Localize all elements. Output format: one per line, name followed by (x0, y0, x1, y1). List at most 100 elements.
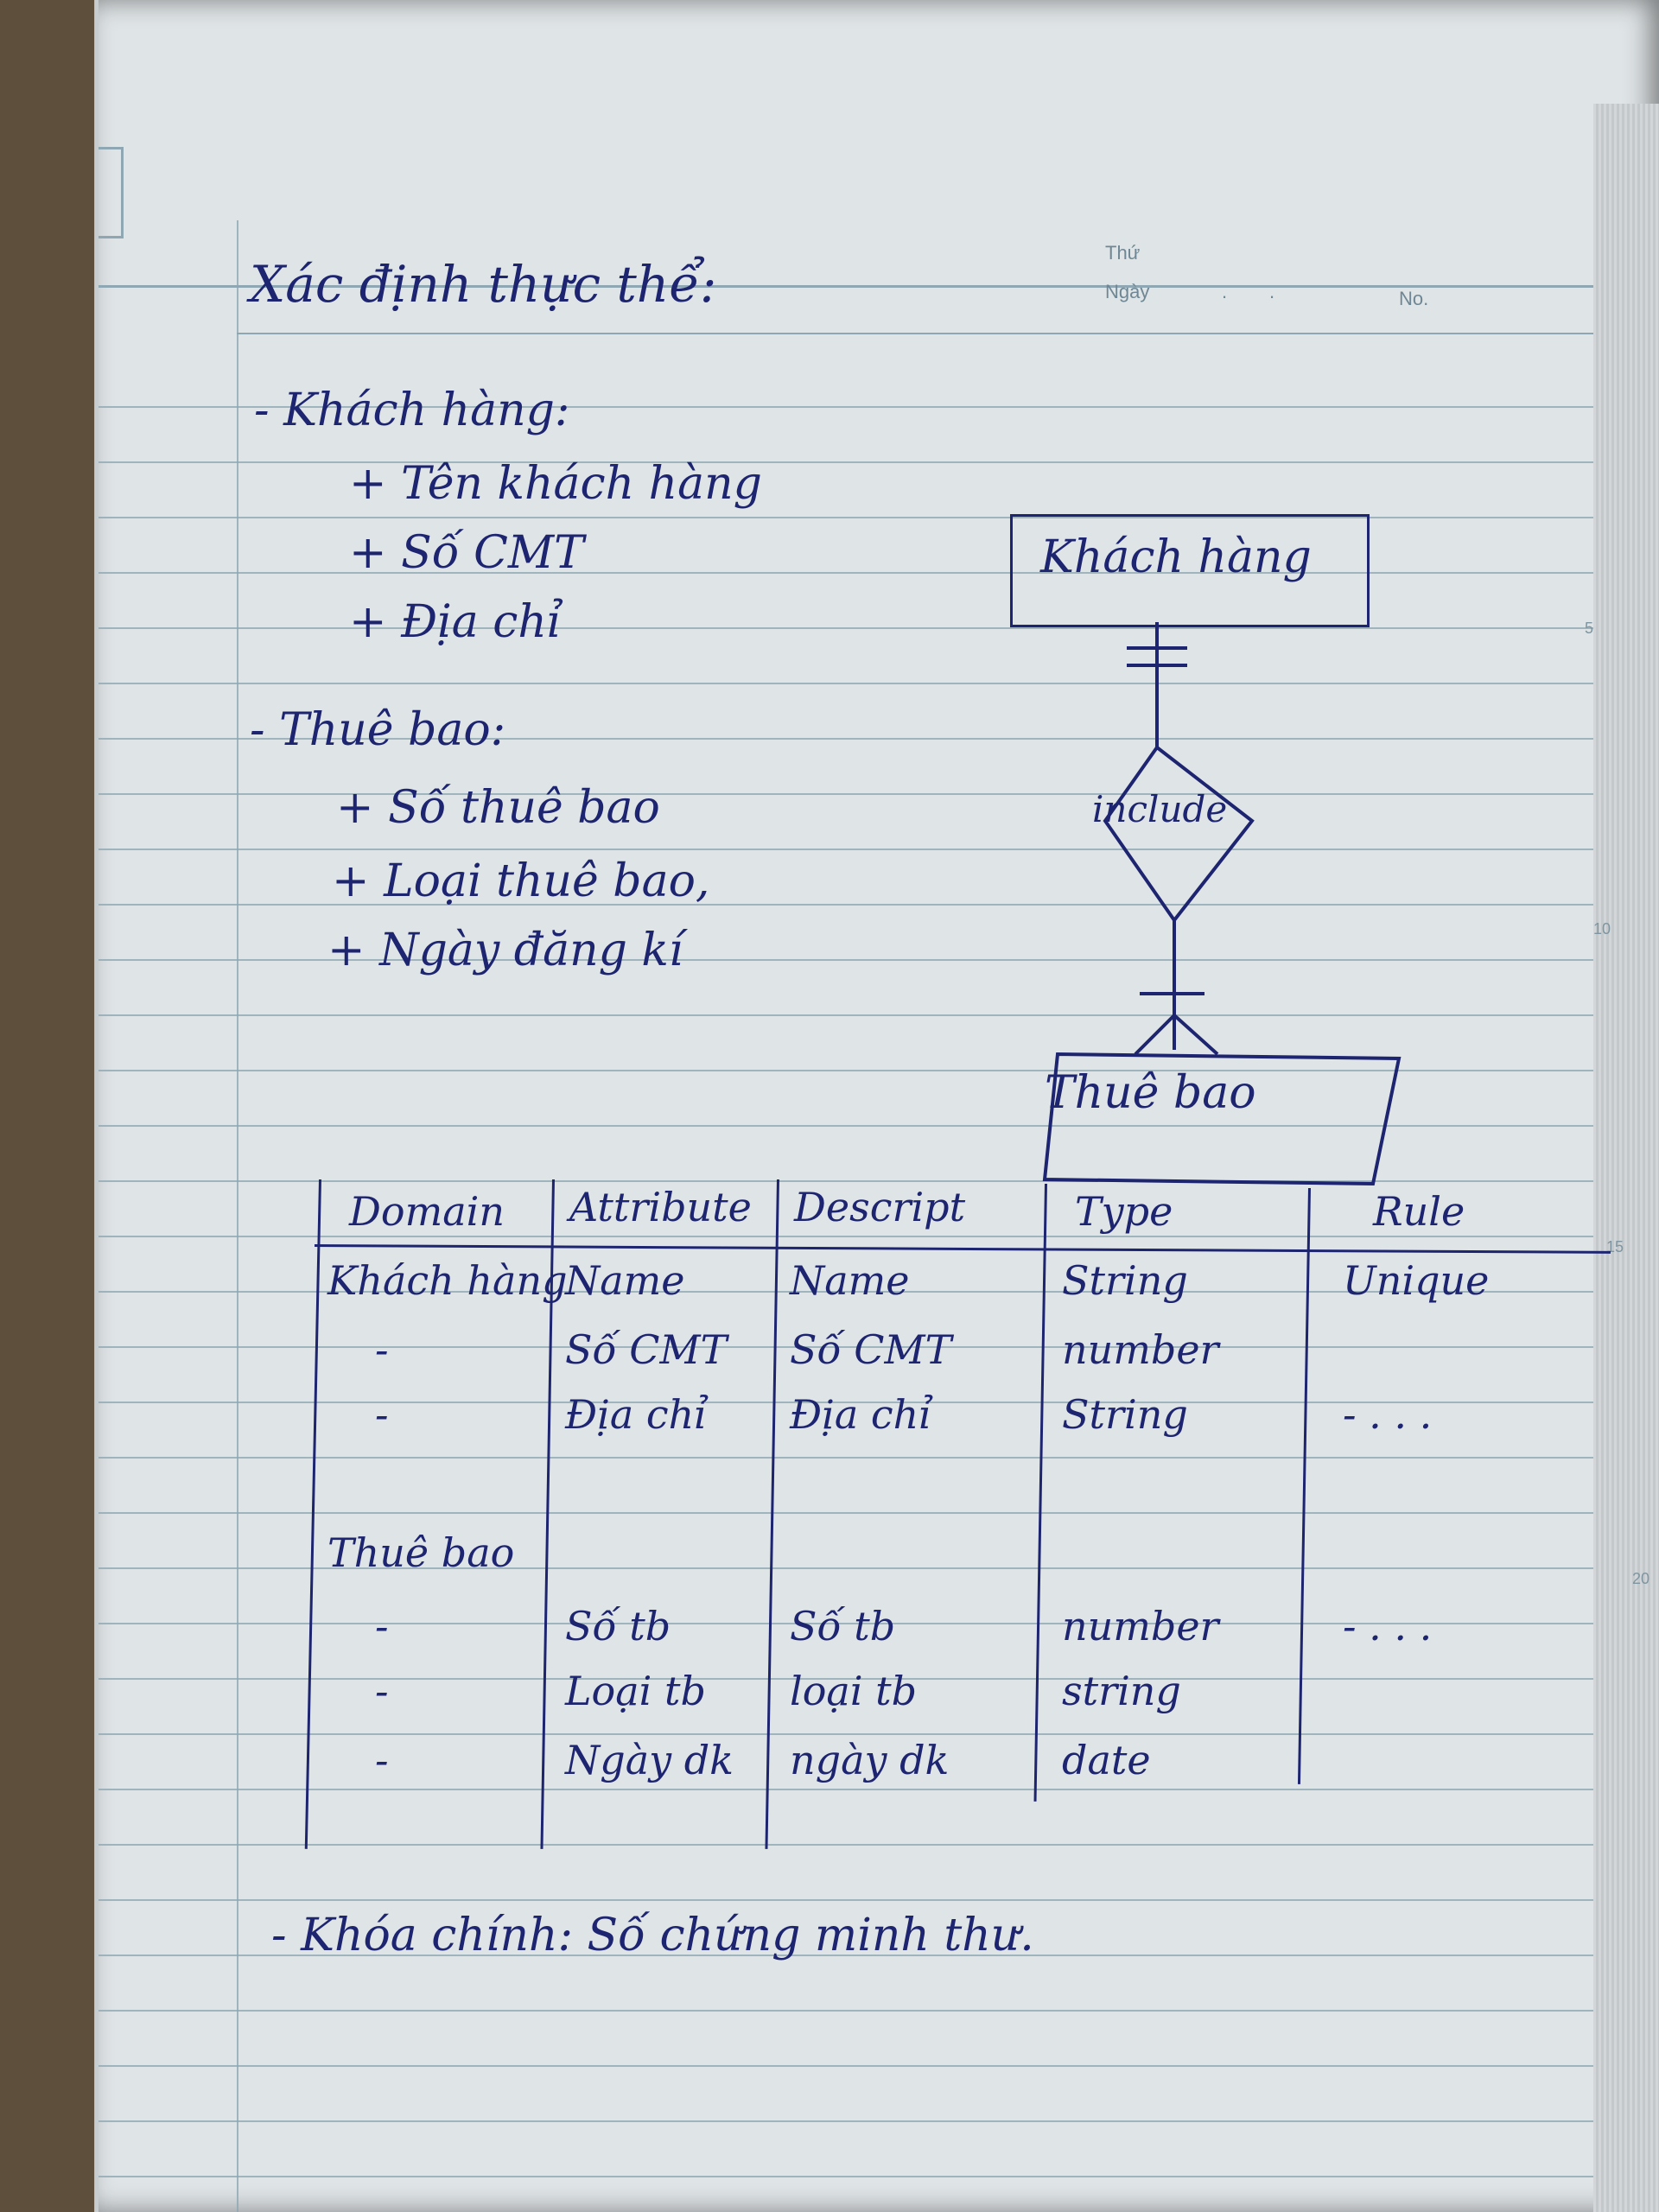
table-cell-rule: Unique (1343, 1257, 1490, 1304)
table-cell-descript: Địa chỉ (790, 1391, 931, 1438)
er-relationship-diamond (1103, 745, 1255, 924)
notebook-page: Thứ Ngày No. . . 5 10 15 20 Xác định thự… (95, 0, 1659, 2212)
entity-name-khach-hang: - Khách hàng: (254, 385, 570, 436)
ruled-line (99, 683, 1593, 684)
ruled-line (99, 738, 1593, 740)
line-number-20: 20 (1632, 1570, 1650, 1587)
table-cell-domain: Khách hàng (327, 1257, 568, 1304)
notebook-tab (99, 147, 124, 238)
er-crowfoot (1173, 1014, 1219, 1056)
ruled-line (99, 1125, 1593, 1127)
entity-name-thue-bao: - Thuê bao: (250, 704, 506, 756)
entity-attribute: + Loại thuê bao, (332, 855, 710, 907)
table-cell-domain: Thuê bao (327, 1529, 515, 1576)
table-column-line (765, 1179, 779, 1849)
ruled-line (99, 959, 1593, 961)
entity-attribute: + Số CMT (349, 527, 584, 579)
ruled-line (99, 1180, 1593, 1182)
ruled-line (99, 1402, 1593, 1403)
er-entity-box-khach-hang (1010, 514, 1370, 627)
table-cell-type: String (1062, 1257, 1188, 1304)
ruled-line (99, 1014, 1593, 1016)
ruled-line (99, 1733, 1593, 1735)
table-header-line (314, 1244, 1611, 1254)
entity-attribute: + Số thuê bao (336, 782, 660, 834)
entity-attribute: + Địa chỉ (349, 596, 562, 648)
ruled-line (99, 1512, 1593, 1514)
notes-title: Xác định thực thể: (250, 255, 717, 314)
ruled-line (99, 1678, 1593, 1680)
table-cell-domain: - (375, 1668, 389, 1714)
ruled-line (99, 2120, 1593, 2122)
ruled-line (99, 1070, 1593, 1071)
table-cell-descript: Số CMT (790, 1326, 952, 1373)
table-column-line (304, 1179, 321, 1849)
ruled-line (99, 461, 1593, 463)
line-number-10: 10 (1593, 920, 1611, 938)
ruled-line (99, 572, 1593, 574)
table-cell-type: string (1062, 1668, 1181, 1714)
er-entity-label-bottom: Thuê bao (1045, 1067, 1256, 1119)
margin-line (237, 220, 238, 2212)
er-connector-svg (1042, 622, 1402, 1186)
table-column-line (1297, 1187, 1311, 1784)
entity-attribute: + Ngày đăng kí (327, 925, 683, 976)
table-cell-attribute: Số CMT (565, 1326, 728, 1373)
ruled-line (99, 1236, 1593, 1237)
table-cell-attribute: Loại tb (565, 1668, 706, 1714)
ruled-line (99, 1955, 1593, 1956)
ruled-line (99, 904, 1593, 906)
table-cell-domain: - (375, 1603, 389, 1649)
table-column-line (1033, 1183, 1047, 1802)
ruled-line (99, 1346, 1593, 1348)
er-entity-box-thue-bao (1042, 1052, 1402, 1186)
page-stack-edge (1593, 104, 1659, 2212)
table-cell-attribute: Name (565, 1257, 685, 1304)
table-cell-attribute: Địa chỉ (565, 1391, 707, 1438)
table-cell-descript: ngày dk (790, 1737, 950, 1783)
primary-key-note: - Khóa chính: Số chứng minh thư. (271, 1910, 1034, 1961)
table-cell-rule: - . . . (1343, 1391, 1433, 1438)
header-ngay-label: Ngày (1105, 281, 1150, 302)
er-crowfoot (1134, 1014, 1176, 1056)
table-header-type: Type (1075, 1188, 1173, 1235)
ruled-line (99, 2010, 1593, 2012)
table-cell-attribute: Ngày dk (565, 1737, 734, 1783)
header-rule (99, 285, 1593, 288)
ruled-line (99, 1567, 1593, 1569)
ruled-line (99, 1623, 1593, 1624)
ruled-line (99, 2176, 1593, 2177)
ruled-line (99, 849, 1593, 850)
table-cell-attribute: Số tb (565, 1603, 671, 1649)
ruled-line (99, 2065, 1593, 2067)
table-cell-type: String (1062, 1391, 1188, 1438)
ruled-line (99, 1789, 1593, 1790)
header-date-dots: . . (1222, 281, 1275, 302)
table-cell-descript: loại tb (790, 1668, 918, 1714)
header-thu-label: Thứ (1105, 242, 1141, 264)
table-cell-domain: - (375, 1391, 389, 1438)
table-header-attribute: Attribute (569, 1184, 752, 1230)
er-relationship-label: include (1092, 788, 1228, 830)
table-header-rule: Rule (1373, 1188, 1465, 1235)
ruled-line (99, 1899, 1593, 1901)
ruled-line (99, 517, 1593, 518)
line-number-5: 5 (1585, 620, 1594, 637)
ruled-line (99, 1457, 1593, 1459)
ruled-line (99, 1291, 1593, 1293)
table-cell-descript: Name (790, 1257, 910, 1304)
ruled-line (99, 1844, 1593, 1846)
header-rule-2 (237, 333, 1593, 334)
ruled-line (99, 627, 1593, 629)
table-cell-type: number (1062, 1326, 1219, 1373)
table-header-descript: Descript (794, 1184, 966, 1230)
ruled-line (99, 406, 1593, 408)
table-cell-domain: - (375, 1737, 389, 1783)
line-number-15: 15 (1606, 1238, 1624, 1255)
ruled-line (99, 793, 1593, 795)
table-cell-type: date (1062, 1737, 1151, 1783)
table-cell-rule: - . . . (1343, 1603, 1433, 1649)
table-cell-descript: Số tb (790, 1603, 896, 1649)
entity-attribute: + Tên khách hàng (349, 458, 762, 510)
er-entity-label-top: Khách hàng (1040, 531, 1312, 583)
